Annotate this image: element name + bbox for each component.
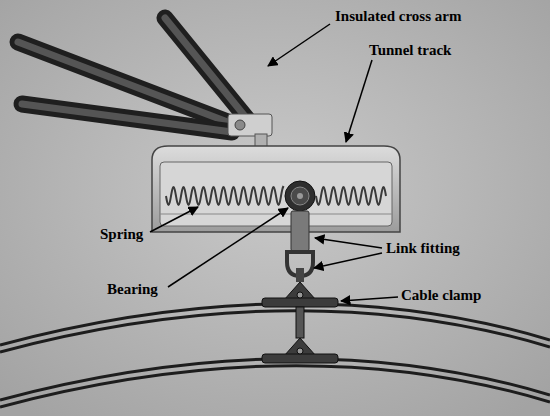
cross-arm [22,104,232,132]
cable [0,311,550,352]
link-fitting [287,211,313,282]
leader-line [346,60,372,142]
cable-clamp [262,298,338,307]
part-label: Link fitting [386,240,460,257]
leader-line [150,207,198,232]
cable-clamp [297,348,303,354]
leader-line [315,238,382,248]
bearing [285,181,315,211]
part-label: Insulated cross arm [335,8,461,25]
cross-arm [18,18,248,132]
tunnel-track [152,146,400,232]
part-label: Spring [100,226,143,243]
cable-clamp [284,338,316,356]
cross-arm [165,18,248,120]
cable [0,304,550,407]
bearing [297,193,303,199]
part-label: Cable clamp [401,287,481,304]
leader-line [314,253,382,268]
leader-line [341,297,398,301]
bearing [291,187,309,205]
bracket [228,114,272,148]
cable-clamp [296,307,304,338]
part-label: Bearing [107,281,158,298]
spring [166,186,386,205]
link-fitting [291,211,309,251]
cable-clamp [284,282,316,300]
bracket [235,120,245,130]
bracket [228,114,272,136]
tunnel-track [152,146,400,232]
bearing [285,181,315,211]
cable [0,366,550,407]
cable-clamp [262,354,338,363]
cross-arm [22,104,232,132]
cable-clamp [297,292,303,298]
leader-line [268,24,330,66]
tunnel-track [160,214,392,215]
leader-line [150,24,398,301]
part-label: Tunnel track [369,42,451,59]
cross-arm [165,18,248,120]
leader-line [168,208,288,287]
cable-clamp [262,282,338,363]
link-fitting [296,268,304,282]
